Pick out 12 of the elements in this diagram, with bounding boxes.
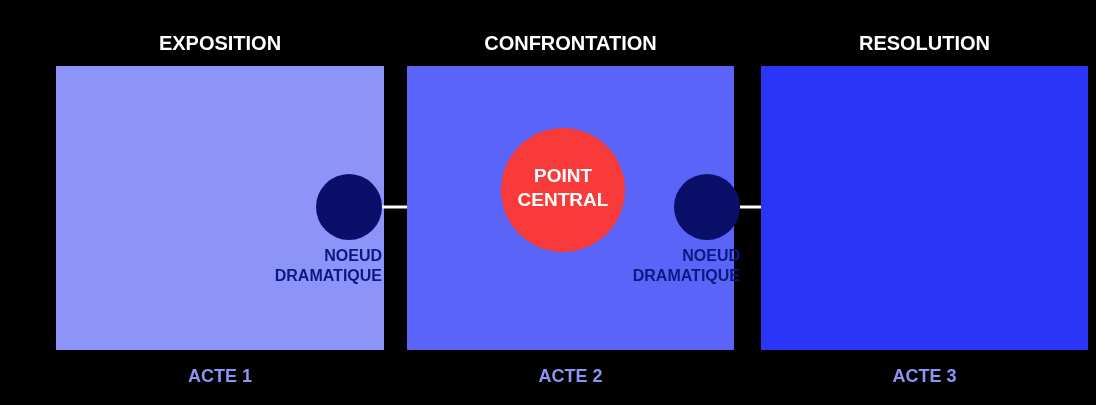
act-title: CONFRONTATION (483, 32, 658, 55)
act-panel (761, 66, 1088, 350)
connector-line (382, 205, 407, 209)
node-caption: NOEUD DRAMATIQUE (273, 246, 382, 286)
act-panel (56, 66, 384, 350)
act-title: EXPOSITION (157, 32, 283, 55)
act-title: RESOLUTION (857, 32, 992, 55)
connector-line (740, 205, 761, 209)
act-number: ACTE 1 (187, 366, 253, 387)
act-number: ACTE 3 (891, 366, 958, 387)
act-number: ACTE 2 (537, 366, 604, 387)
circle-label: POINT CENTRAL (516, 164, 610, 212)
